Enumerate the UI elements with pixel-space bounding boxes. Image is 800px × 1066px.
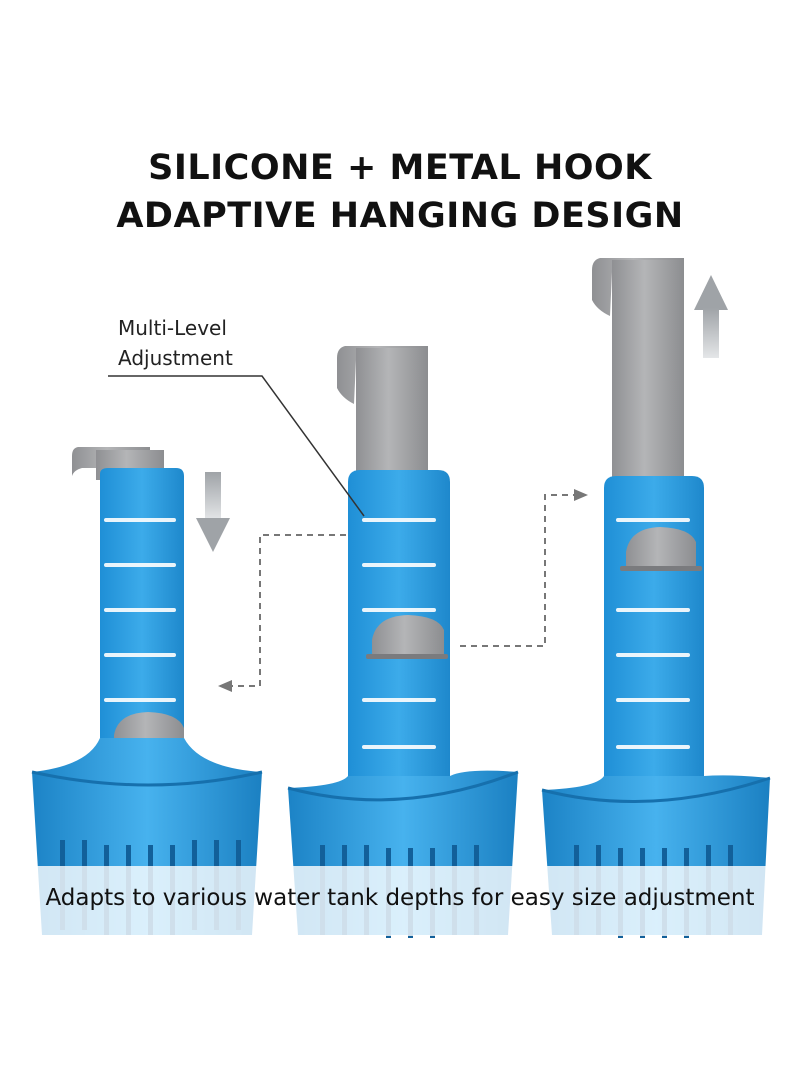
callout-line-1: Multi-Level [118, 316, 227, 340]
hanger-unit-right [541, 258, 771, 938]
caption-text: Adapts to various water tank depths for … [45, 885, 755, 911]
callout-label: Multi-Level Adjustment [118, 313, 233, 373]
up-arrow-icon [694, 275, 728, 358]
metal-tab [372, 615, 444, 658]
down-arrow-icon [196, 472, 230, 552]
headline-line-2: ADAPTIVE HANGING DESIGN [116, 196, 684, 236]
callout-line-2: Adjustment [118, 346, 233, 370]
metal-tab [626, 527, 696, 570]
callout-leader-line [108, 375, 365, 517]
headline-line-1: SILICONE + METAL HOOK [148, 148, 652, 188]
caption-band [0, 866, 800, 936]
silicone-strap [100, 468, 184, 740]
hanger-unit-middle [287, 346, 519, 938]
